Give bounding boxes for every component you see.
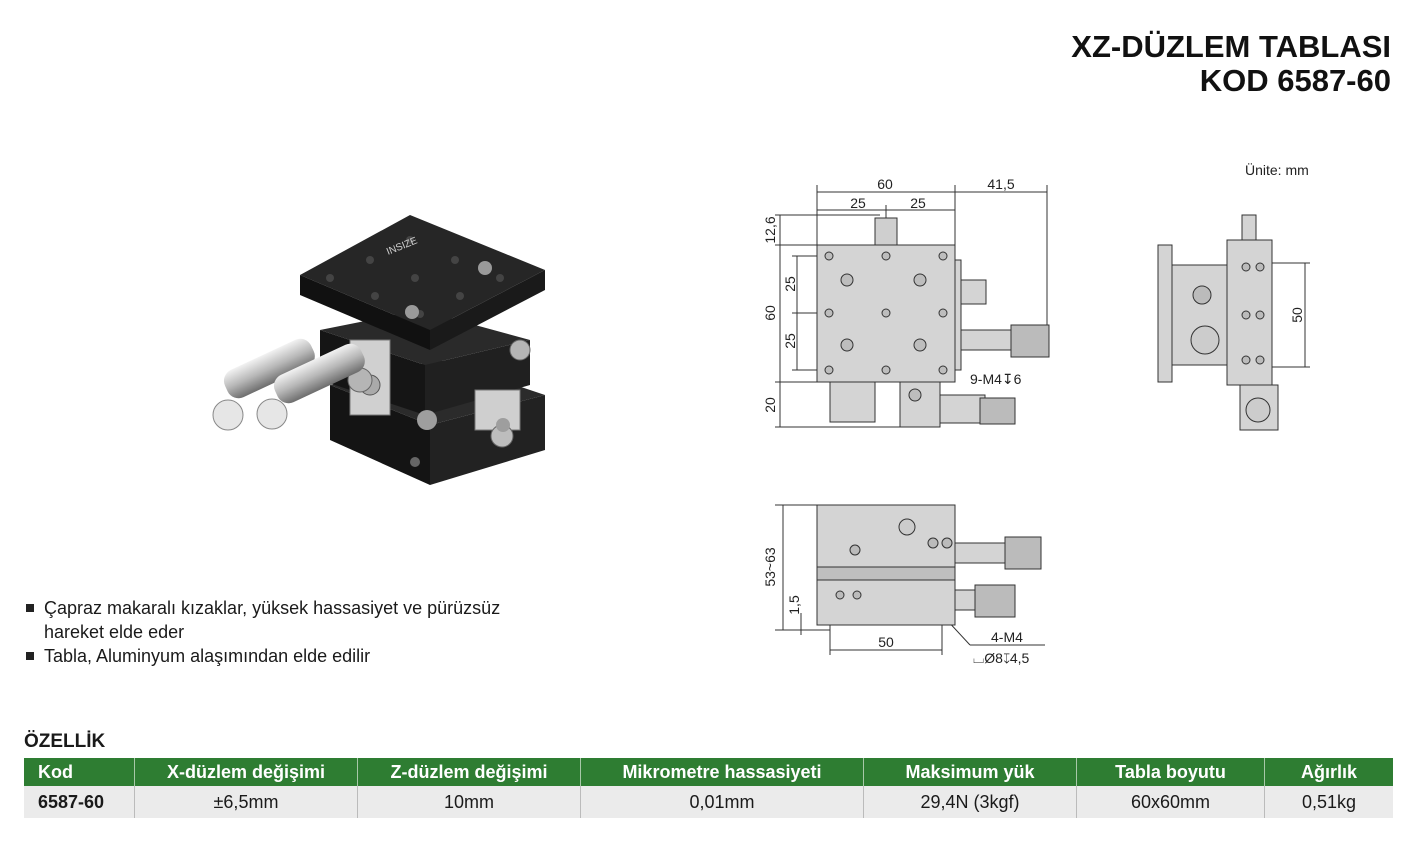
dim-height-range: 53~63 xyxy=(762,547,778,587)
spec-table: Kod X-düzlem değişimi Z-düzlem değişimi … xyxy=(24,758,1393,818)
mount-note-2: ⌴Ø8↧4,5 xyxy=(973,650,1030,666)
unit-label: Ünite: mm xyxy=(1245,162,1309,178)
col-header: Kod xyxy=(24,758,135,786)
title-line-2: KOD 6587-60 xyxy=(1199,63,1391,98)
cell-max-load: 29,4N (3kgf) xyxy=(863,786,1077,818)
dim-width-50: 50 xyxy=(878,634,894,650)
side-view-drawing: 50 xyxy=(1157,214,1310,431)
dim-offset-41-5: 41,5 xyxy=(987,176,1014,192)
dim-pitch-50: 50 xyxy=(1289,307,1305,323)
spec-heading: ÖZELLİK xyxy=(24,731,106,752)
dim-bottom-20: 20 xyxy=(762,397,778,413)
cell-weight: 0,51kg xyxy=(1264,786,1393,818)
table-row: 6587-60 ±6,5mm 10mm 0,01mm 29,4N (3kgf) … xyxy=(24,786,1393,818)
col-header: X-düzlem değişimi xyxy=(134,758,358,786)
cell-code: 6587-60 xyxy=(24,786,135,818)
dim-width-60: 60 xyxy=(877,176,893,192)
dim-left-half: 25 xyxy=(850,195,866,211)
cell-micrometer: 0,01mm xyxy=(580,786,864,818)
dim-height-60: 60 xyxy=(762,305,778,321)
cell-table-size: 60x60mm xyxy=(1076,786,1265,818)
spec-header-row: Kod X-düzlem değişimi Z-düzlem değişimi … xyxy=(24,758,1393,786)
page-title: XZ-DÜZLEM TABLASI KOD 6587-60 xyxy=(1071,30,1391,98)
holes-note: 9-M4↧6 xyxy=(970,371,1022,387)
dim-right-half: 25 xyxy=(910,195,926,211)
mount-note-1: 4-M4 xyxy=(991,629,1023,645)
col-header: Mikrometre hassasiyeti xyxy=(580,758,864,786)
dim-lower-25: 25 xyxy=(782,333,798,349)
col-header: Z-düzlem değişimi xyxy=(357,758,581,786)
feature-item: Çapraz makaralı kızaklar, yüksek hassasi… xyxy=(24,596,514,644)
title-line-1: XZ-DÜZLEM TABLASI xyxy=(1071,29,1391,64)
product-photo: INSIZE xyxy=(212,215,545,485)
cell-z-range: 10mm xyxy=(357,786,581,818)
col-header: Tabla boyutu xyxy=(1076,758,1265,786)
col-header: Ağırlık xyxy=(1264,758,1393,786)
dim-upper-25: 25 xyxy=(782,276,798,292)
front-view-drawing: 60 41,5 25 25 12,6 60 25 25 20 9-M4↧6 xyxy=(762,176,1050,428)
feature-item: Tabla, Aluminyum alaşımından elde edilir xyxy=(24,644,514,668)
dim-top-offset: 12,6 xyxy=(762,216,778,243)
lower-view-drawing: 53~63 1,5 50 4-M4 ⌴Ø8↧4,5 xyxy=(762,504,1045,666)
dim-base: 1,5 xyxy=(786,595,802,615)
col-header: Maksimum yük xyxy=(863,758,1077,786)
feature-list: Çapraz makaralı kızaklar, yüksek hassasi… xyxy=(24,596,514,668)
cell-x-range: ±6,5mm xyxy=(134,786,358,818)
